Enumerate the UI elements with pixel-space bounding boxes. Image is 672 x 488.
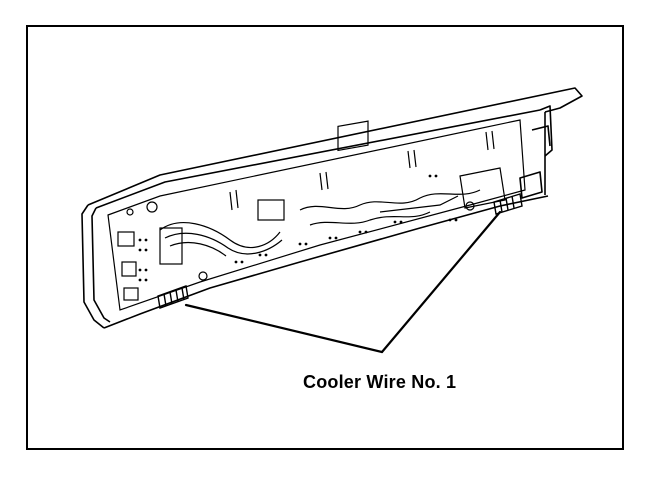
cooler-wire-callout-label: Cooler Wire No. 1 bbox=[303, 372, 457, 392]
cooler-wire-connector-right bbox=[493, 193, 523, 215]
figure-frame bbox=[26, 25, 624, 450]
board-component-dots bbox=[138, 174, 458, 282]
circuit-board bbox=[107, 119, 526, 311]
cooler-wire-connector-left bbox=[157, 285, 189, 309]
housing bbox=[81, 87, 583, 329]
callout-leader-lines bbox=[184, 210, 502, 354]
